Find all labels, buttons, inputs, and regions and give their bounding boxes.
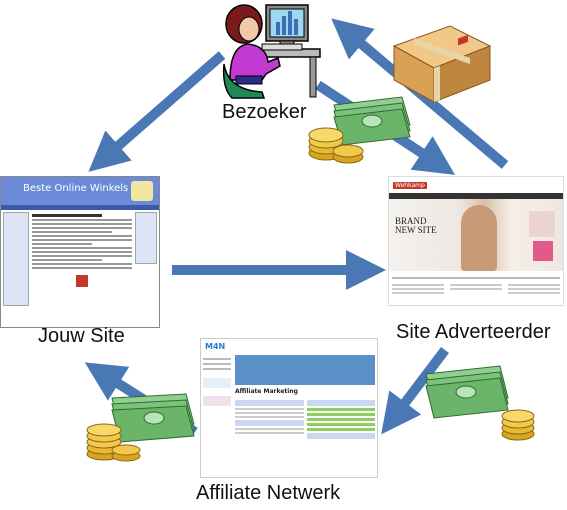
your-site-screenshot: Beste Online Winkels [0,176,160,328]
node-label-visitor: Bezoeker [222,101,307,123]
node-label-your-site: Jouw Site [38,325,125,347]
advertiser-logo: Wehkamp [393,181,427,189]
network-screenshot: M4N Affiliate Marketing [200,338,378,478]
arrow-visitor-to-site [88,51,226,172]
your-site-title: Beste Online Winkels [23,183,129,194]
node-label-network: Affiliate Netwerk [196,482,341,504]
package-icon [392,25,492,103]
person-at-computer-icon [222,4,321,99]
network-heading: Affiliate Marketing [235,388,298,395]
money-stack-icon [86,393,195,462]
arrow-advertiser-to-network [381,346,449,435]
money-stack-icon [308,96,411,164]
node-label-advertiser: Site Adverteerder [396,321,551,343]
advertiser-screenshot: Wehkamp BRAND NEW SITE [388,176,564,306]
money-stack-icon [425,365,535,441]
network-logo: M4N [205,341,226,351]
advertiser-hero-text: BRAND NEW SITE [395,216,437,235]
